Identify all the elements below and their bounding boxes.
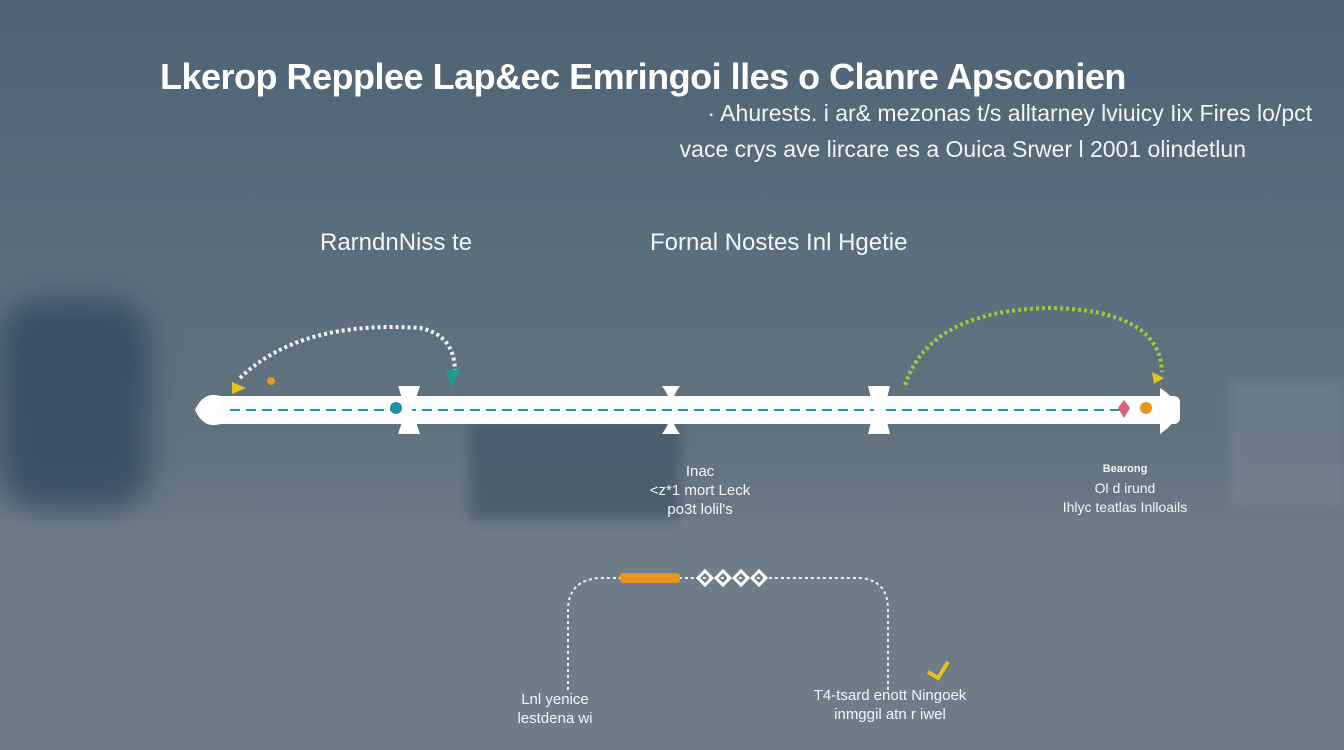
label-line: inmggil atn r iwel [834, 706, 946, 723]
bottom-diamonds [695, 568, 769, 588]
arc-right [903, 305, 1164, 386]
label-line: po3t lolil's [667, 501, 733, 518]
node-end [1160, 388, 1178, 434]
label-line: T4-tsard enott Ningoek [813, 687, 967, 704]
label-line: lestdena wi [517, 710, 593, 727]
check-icon [926, 660, 950, 681]
label-line: Bearong [1102, 463, 1148, 475]
bottom-arc [567, 577, 889, 690]
label-line: Inac [685, 463, 715, 480]
arrow-teal [446, 370, 460, 388]
section-label-left: RarndnNiss te [320, 229, 473, 256]
bottom-orange-dots [620, 573, 680, 583]
page-title: Lkerop Repplee Lap&ec Emringoi lles o Cl… [160, 56, 1126, 97]
label-line: Lnl yenice [521, 691, 589, 708]
node-2 [662, 386, 680, 434]
pink-marker [1118, 400, 1130, 418]
label-line: <z*1 mort Leck [649, 482, 751, 499]
subtitle-line-1: · Ahurests. i ar& mezonas t/s alltarney … [707, 100, 1312, 126]
arrow-yellow-right [1152, 372, 1164, 384]
label-line: Ol d irund [1094, 480, 1156, 496]
section-label-right: Fornal Nostes Inl Hgetie [650, 229, 908, 256]
arc-left [238, 325, 457, 380]
bottom-label-right: T4-tsard enott Ningoek inmggil atn r iwe… [770, 686, 1010, 724]
subtitle-line-2: vace crys ave lircare es a Ouica Srwer l… [679, 136, 1246, 162]
teal-dot [390, 402, 402, 414]
label-line: Ihlyc teatlas Inlloails [1062, 499, 1188, 515]
orange-dot [1140, 402, 1152, 414]
node-start [195, 394, 225, 426]
bottom-label-left: Lnl yenice lestdena wi [490, 690, 620, 728]
timeline-label-middle: Inac <z*1 mort Leck po3t lolil's [610, 462, 790, 519]
timeline-label-right: Bearong Ol d irund Ihlyc teatlas Inlloai… [1030, 460, 1220, 517]
node-3 [868, 386, 890, 434]
arrow-yellow [232, 382, 246, 394]
node-1 [398, 386, 420, 434]
timeline-bar [205, 396, 1180, 424]
orange-dot-small [267, 377, 275, 385]
